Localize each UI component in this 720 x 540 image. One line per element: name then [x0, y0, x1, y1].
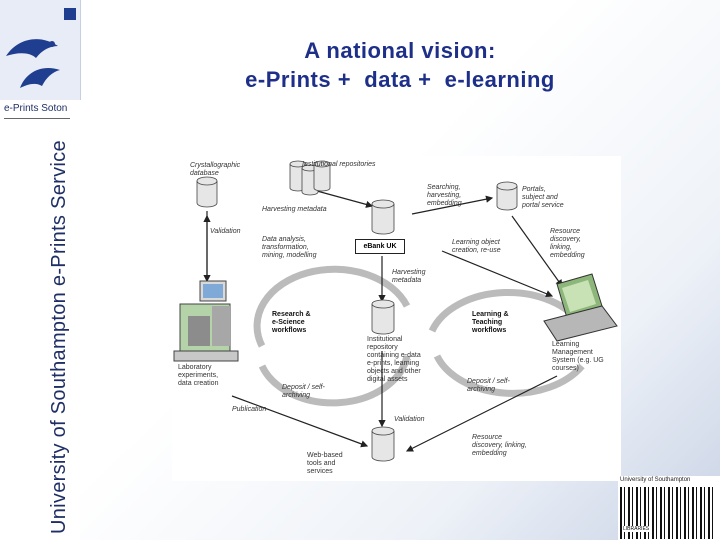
dolphin-logo-icon — [6, 39, 60, 88]
label-validation-bottom: Validation — [394, 416, 425, 423]
logo-label: e-Prints Soton — [4, 103, 68, 114]
logo — [0, 0, 81, 100]
label-lo-creation: Learning object creation, re-use — [452, 239, 501, 254]
publication-arrow — [231, 395, 369, 448]
label-crystal-db: Crystallographic database — [190, 162, 241, 177]
ebank-box: eBank UK — [355, 239, 405, 254]
resource-arrow — [511, 215, 563, 287]
barcode-tag: LIBRARIES — [622, 526, 651, 532]
label-portals: Portals, subject and portal service — [522, 186, 564, 209]
vertical-title: University of Southampton e-Prints Servi… — [48, 140, 70, 534]
label-resource-discovery: Resource discovery, linking, embedding — [550, 228, 585, 259]
label-deposit-left: Deposit / self- archiving — [282, 384, 325, 399]
lo-arrow — [441, 250, 554, 298]
research-cycle-top — [253, 265, 411, 348]
label-validation: Validation — [210, 228, 241, 235]
crystal-db-icon — [196, 181, 218, 208]
barcode-label: University of Southampton — [620, 477, 691, 483]
learning-cycle-bottom — [433, 354, 585, 397]
label-resource-bottom: Resource discovery, linking, embedding — [472, 434, 527, 457]
resource-bottom-arrow — [405, 375, 558, 452]
ebank-db-icon — [371, 204, 395, 235]
portal-db-icon — [496, 186, 518, 211]
label-inst-repos-top: Institutional repositories — [302, 161, 376, 168]
label-publication: Publication — [232, 406, 267, 413]
harvest-arrow — [316, 190, 374, 208]
title-line-2: e-Prints + data + e-learning — [245, 67, 555, 92]
divider — [4, 118, 70, 119]
label-learning: Learning & Teaching workflows — [472, 311, 509, 334]
label-harvesting-md: Harvesting metadata — [392, 269, 426, 284]
label-lab-bottom: Web-based tools and services — [307, 452, 343, 475]
label-research: Research & e-Science workflows — [272, 311, 311, 334]
bottom-db-icon — [371, 431, 395, 462]
research-cycle-bottom — [258, 355, 411, 407]
label-searching: Searching, harvesting, embedding — [427, 184, 462, 207]
laboratory-computer-icon — [173, 280, 239, 362]
label-lms: Learning Management System (e.g. UG cour… — [552, 341, 604, 372]
laptop-icon — [543, 273, 618, 342]
diagram-graphics — [173, 160, 618, 462]
barcode-logo: University of Southampton LIBRARIES — [618, 476, 720, 540]
label-deposit-right: Deposit / self- archiving — [467, 378, 510, 393]
label-institutional: Institutional repository containing e-da… — [367, 336, 421, 383]
workflow-diagram: Crystallographic database Institutional … — [172, 156, 621, 481]
label-lab: Laboratory experiments, data creation — [178, 364, 219, 387]
search-arrow — [411, 195, 494, 215]
logo-corner — [64, 8, 76, 20]
label-harvesting: Harvesting metadata — [262, 206, 327, 213]
institutional-db-icon — [371, 304, 395, 335]
title-line-1: A national vision: — [304, 38, 496, 63]
sidebar: e-Prints Soton University of Southampton… — [0, 0, 81, 540]
label-data-analysis: Data analysis, transformation, mining, m… — [262, 236, 317, 259]
slide-title: A national vision: e-Prints + data + e-l… — [140, 36, 660, 94]
